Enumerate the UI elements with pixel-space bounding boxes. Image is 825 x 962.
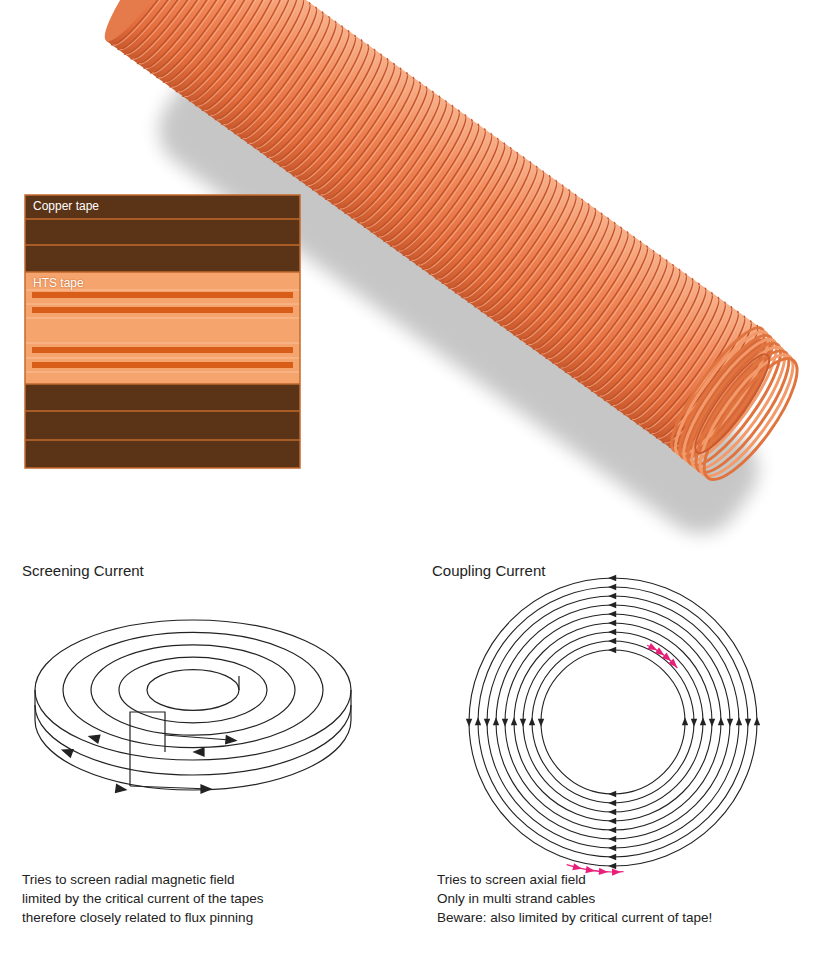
section-title: Coupling Current: [432, 562, 545, 579]
current-arrowhead: [608, 575, 616, 581]
strand-circle: [496, 605, 730, 839]
current-arrowhead: [608, 800, 616, 806]
pancake-inner-end: [238, 676, 239, 690]
current-arrowhead: [529, 717, 535, 725]
current-arrowhead: [538, 719, 544, 727]
current-arrowhead: [608, 647, 616, 653]
current-arrowhead: [511, 717, 517, 725]
current-arrowhead: [201, 785, 211, 793]
strand-circle: [469, 578, 757, 866]
current-arrowhead: [115, 784, 126, 793]
caption-line: Beware: also limited by critical current…: [437, 910, 712, 925]
strand-circle: [514, 623, 712, 821]
current-arrowhead: [608, 809, 616, 815]
hts-band: [25, 272, 300, 384]
section-title: Screening Current: [22, 562, 144, 579]
coupling-path: [567, 865, 624, 872]
hts-sublayers: [25, 290, 300, 372]
current-arrowhead: [608, 854, 616, 860]
tape-turn-highlight: [198, 0, 294, 113]
band-label: Copper tape: [25, 195, 99, 213]
current-arrowhead: [608, 611, 616, 617]
current-arrowhead: [493, 717, 499, 725]
current-arrowhead: [608, 584, 616, 590]
current-arrowhead: [608, 845, 616, 851]
screening-loop: [130, 786, 210, 789]
current-arrowhead: [608, 629, 616, 635]
strand-circle: [523, 632, 703, 812]
current-arrowhead: [608, 620, 616, 626]
hts-superconducting-layers: [32, 292, 293, 368]
cable-end-inner: [686, 347, 779, 461]
current-arrowhead: [61, 746, 73, 757]
tape-turn-gap: [137, 0, 234, 70]
caption-line: Only in multi strand cables: [437, 891, 595, 906]
current-arrowhead: [745, 719, 751, 727]
current-arrowhead: [475, 717, 481, 725]
current-arrowhead: [608, 836, 616, 842]
current-arrowhead: [754, 717, 760, 725]
pancake-turn: [119, 657, 267, 723]
current-arrowhead: [520, 719, 526, 727]
coupling-path: [647, 645, 677, 668]
copper-layer-lines: [25, 219, 300, 440]
caption-line: limited by the critical current of the t…: [22, 891, 264, 906]
pancake-turn: [147, 670, 239, 711]
current-arrowhead: [608, 863, 616, 869]
caption-line: Tries to screen axial field: [437, 872, 586, 887]
current-arrowhead: [484, 719, 490, 727]
current-arrowhead: [608, 638, 616, 644]
current-arrowhead: [608, 818, 616, 824]
pancake-turn: [63, 632, 323, 747]
strand-circle: [505, 614, 721, 830]
current-arrowhead: [727, 719, 733, 727]
inset-ground: [25, 195, 300, 468]
tape-turn-gap: [150, 0, 247, 79]
band-label: HTS tape: [25, 272, 84, 290]
current-arrowhead: [691, 719, 697, 727]
current-arrowhead: [608, 791, 616, 797]
copper-tape-band: Copper tape: [25, 195, 300, 219]
pancake-turn: [91, 645, 295, 735]
tape-turn-highlight: [172, 0, 268, 94]
tape-turn-highlight: [191, 0, 287, 108]
current-arrowhead: [709, 719, 715, 727]
current-arrowhead: [700, 717, 706, 725]
current-arrowhead: [88, 733, 100, 743]
current-arrowhead: [608, 827, 616, 833]
caption-line: Tries to screen radial magnetic field: [22, 872, 235, 887]
current-arrowhead: [194, 748, 204, 756]
pancake-turn: [35, 620, 351, 760]
hts-tape-band: HTS tape: [25, 272, 300, 384]
current-arrowhead: [718, 717, 724, 725]
current-arrowhead: [682, 717, 688, 725]
caption-line: therefore closely related to flux pinnin…: [22, 910, 253, 925]
current-arrowhead: [466, 719, 472, 727]
current-arrowhead: [226, 736, 237, 745]
strand-circle: [478, 587, 748, 857]
current-arrowhead: [502, 719, 508, 727]
tape-turn-gap: [176, 0, 273, 98]
strand-circle: [532, 641, 694, 803]
current-arrowhead: [608, 602, 616, 608]
pancake-coil: [35, 620, 351, 794]
cable-end-turn: [690, 347, 812, 491]
current-arrowhead: [736, 717, 742, 725]
tape-turn-highlight: [159, 0, 255, 84]
strand-circle: [541, 650, 685, 794]
strand-circle: [487, 596, 739, 848]
current-arrowhead: [608, 593, 616, 599]
tape-turn-gap: [202, 0, 299, 117]
